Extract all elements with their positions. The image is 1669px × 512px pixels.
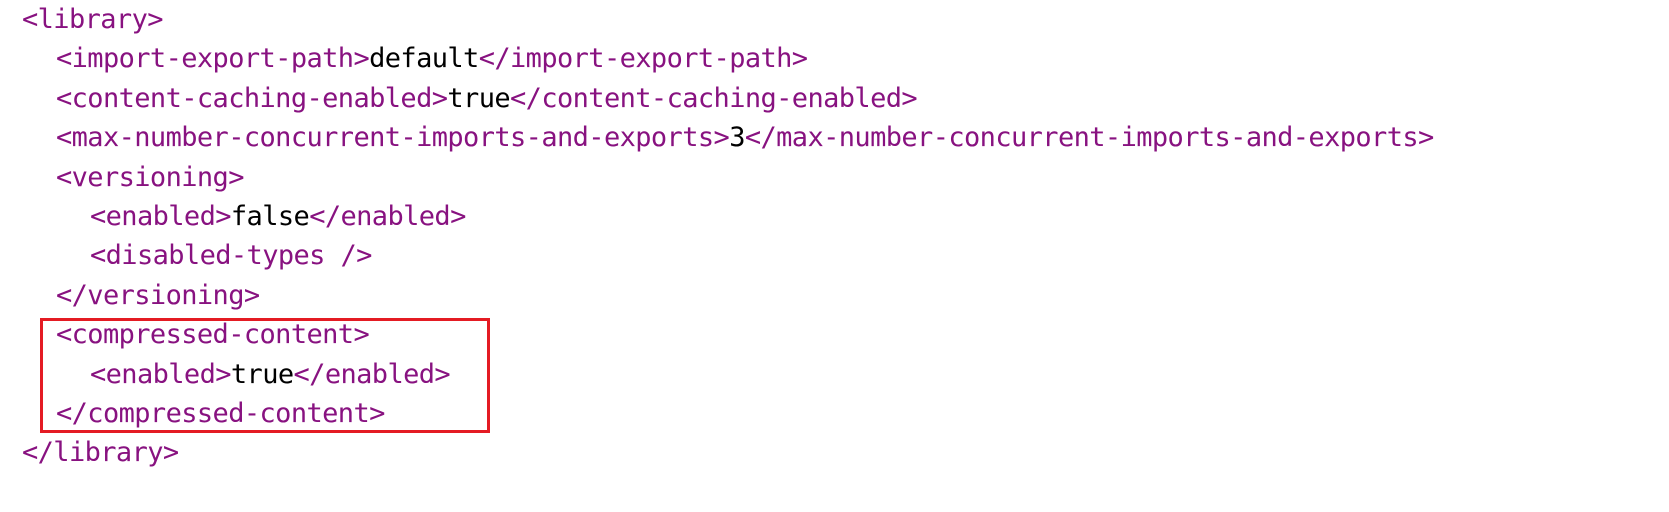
tag-import-export-path-close: </import-export-path> [478, 43, 808, 75]
tag-library-open: <library> [22, 4, 164, 35]
tag-compressed-enabled-open: <enabled> [90, 358, 232, 390]
tag-versioning-close: </versioning> [56, 279, 260, 311]
xml-code-block: <library> <import-export-path>default</i… [22, 0, 1434, 473]
tag-import-export-path-open: <import-export-path> [56, 43, 370, 75]
value-max-concurrent: 3 [729, 122, 745, 154]
tag-versioning-open: <versioning> [56, 161, 244, 193]
line-library-close: </library> [22, 433, 1434, 472]
value-content-caching: true [447, 82, 511, 114]
tag-disabled-types: <disabled-types /> [90, 240, 372, 272]
line-content-caching-enabled: <content-caching-enabled>true</content-c… [22, 79, 1434, 118]
tag-content-caching-close: </content-caching-enabled> [510, 82, 918, 114]
line-compressed-open: <compressed-content> [22, 315, 1434, 354]
line-import-export-path: <import-export-path>default</import-expo… [22, 39, 1434, 78]
line-library-open: <library> [22, 0, 1434, 39]
line-compressed-enabled: <enabled>true</enabled> [22, 355, 1434, 394]
line-versioning-close: </versioning> [22, 276, 1434, 315]
tag-library-close: </library> [22, 437, 179, 469]
value-import-export-path: default [369, 43, 479, 75]
tag-compressed-close: </compressed-content> [56, 397, 385, 429]
tag-versioning-enabled-open: <enabled> [90, 200, 232, 232]
tag-versioning-enabled-close: </enabled> [309, 200, 466, 232]
line-versioning-enabled: <enabled>false</enabled> [22, 197, 1434, 236]
tag-compressed-enabled-close: </enabled> [293, 358, 451, 390]
value-compressed-enabled: true [230, 358, 294, 390]
tag-compressed-open: <compressed-content> [56, 319, 370, 351]
line-compressed-close: </compressed-content> [22, 394, 1434, 433]
line-versioning-open: <versioning> [22, 158, 1434, 197]
value-versioning-enabled: false [230, 200, 310, 232]
compressed-content-highlight-box [40, 318, 490, 433]
line-disabled-types: <disabled-types /> [22, 236, 1434, 275]
tag-max-concurrent-close: </max-number-concurrent-imports-and-expo… [744, 122, 1434, 154]
tag-content-caching-open: <content-caching-enabled> [56, 82, 448, 114]
tag-max-concurrent-open: <max-number-concurrent-imports-and-expor… [56, 122, 730, 154]
line-max-concurrent: <max-number-concurrent-imports-and-expor… [22, 118, 1434, 157]
